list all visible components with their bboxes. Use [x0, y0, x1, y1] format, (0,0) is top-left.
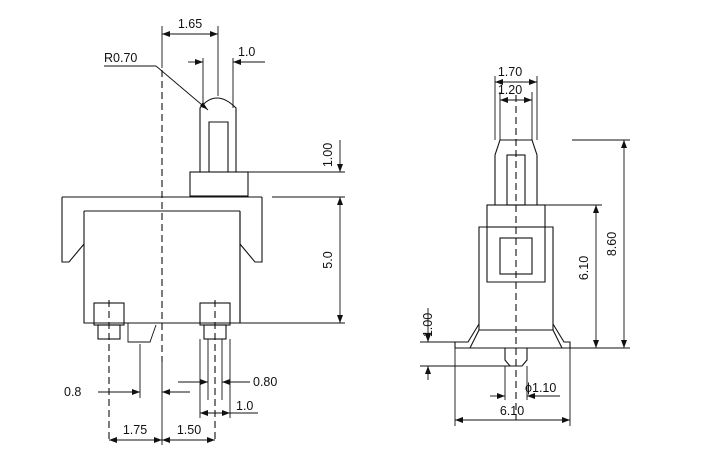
dim-cap-height: 1.00 [321, 143, 335, 167]
dim-body-height: 5.0 [321, 251, 335, 268]
dim-base-width: 6.10 [500, 404, 524, 418]
front-lever-inner [208, 121, 229, 172]
front-lever [199, 97, 237, 172]
dim-outer-width: 1.70 [498, 65, 522, 79]
dim-pin-left-offset: 0.8 [64, 385, 81, 399]
side-view: 1.70 1.20 8.60 6.10 1.00 [420, 65, 630, 426]
dim-pin-diameter: ϕ1.10 [525, 381, 556, 395]
front-view: 1.65 1.0 R0.70 1.00 5.0 0.8 [61, 17, 345, 445]
dim-top-width: 1.65 [178, 17, 202, 31]
dim-lever-width: 1.0 [238, 45, 255, 59]
dim-pitch-left: 1.75 [123, 423, 147, 437]
dim-pitch-right: 1.50 [177, 423, 201, 437]
dim-lever-radius: R0.70 [104, 51, 137, 65]
dim-pin-thickness: 1.0 [236, 399, 253, 413]
front-right-clip [239, 197, 263, 263]
front-left-clip [61, 197, 85, 263]
dim-total-height: 8.60 [605, 232, 619, 256]
front-cap [189, 171, 249, 197]
dim-pin-width: 0.80 [253, 375, 277, 389]
dim-foot-height: 1.00 [421, 313, 435, 337]
dim-body-height-side: 6.10 [577, 256, 591, 280]
dim-inner-width: 1.20 [498, 83, 522, 97]
